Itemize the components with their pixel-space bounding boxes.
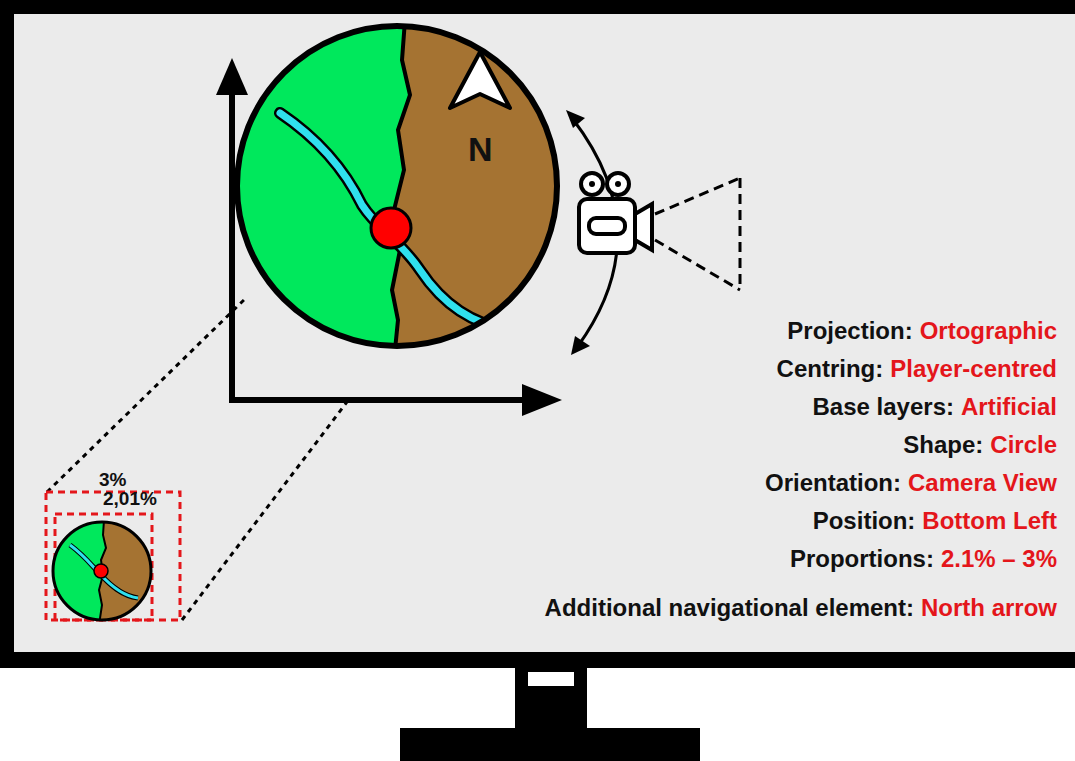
proportion-label: 3%	[99, 470, 126, 489]
property-row: Centring:Player-centred	[777, 357, 1057, 381]
north-arrow	[450, 52, 510, 108]
neck-slot	[528, 672, 574, 686]
property-name: Centring:	[777, 355, 884, 382]
mini-map	[50, 520, 155, 625]
property-value: North arrow	[921, 594, 1057, 621]
property-row: Base layers: Artificial	[813, 395, 1057, 419]
property-row: Position:Bottom Left	[813, 509, 1057, 533]
property-name: Orientation:	[765, 469, 901, 496]
axis-arrowhead	[522, 384, 562, 416]
view-cone	[655, 178, 740, 290]
property-row: Proportions: 2.1% – 3%	[790, 547, 1057, 571]
mini-map-border	[53, 522, 151, 620]
camera-icon	[579, 173, 652, 253]
arc-head	[566, 110, 585, 128]
monitor-screen	[14, 14, 1075, 652]
monitor-base	[400, 728, 700, 761]
big-map	[230, 20, 570, 360]
property-name: Projection:	[787, 317, 912, 344]
property-value: Artificial	[961, 393, 1057, 420]
property-value: Bottom Left	[922, 507, 1057, 534]
property-row: Additional navigational element: North ar…	[545, 596, 1057, 620]
property-row: Shape: Circle	[903, 433, 1057, 457]
property-name: Additional navigational element:	[545, 594, 914, 621]
property-name: Position:	[813, 507, 916, 534]
monitor-frame	[0, 0, 1075, 668]
north-letter: N	[468, 132, 493, 166]
arc-head	[571, 336, 590, 355]
property-row: Projection: Ortographic	[787, 319, 1057, 343]
property-name: Base layers:	[813, 393, 954, 420]
proportion-label: 2,01%	[103, 489, 157, 508]
property-row: Orientation: Camera View	[765, 471, 1057, 495]
property-value: Ortographic	[920, 317, 1057, 344]
property-value: 2.1% – 3%	[941, 545, 1057, 572]
axis-arrowhead	[216, 58, 248, 95]
property-value: Player-centred	[890, 355, 1057, 382]
property-value: Camera View	[908, 469, 1057, 496]
property-value: Circle	[990, 431, 1057, 458]
player-dot	[371, 208, 411, 248]
map-border	[237, 26, 557, 346]
property-name: Proportions:	[790, 545, 934, 572]
mini-player-dot	[94, 564, 108, 578]
property-name: Shape:	[903, 431, 983, 458]
monitor-neck	[515, 668, 587, 732]
